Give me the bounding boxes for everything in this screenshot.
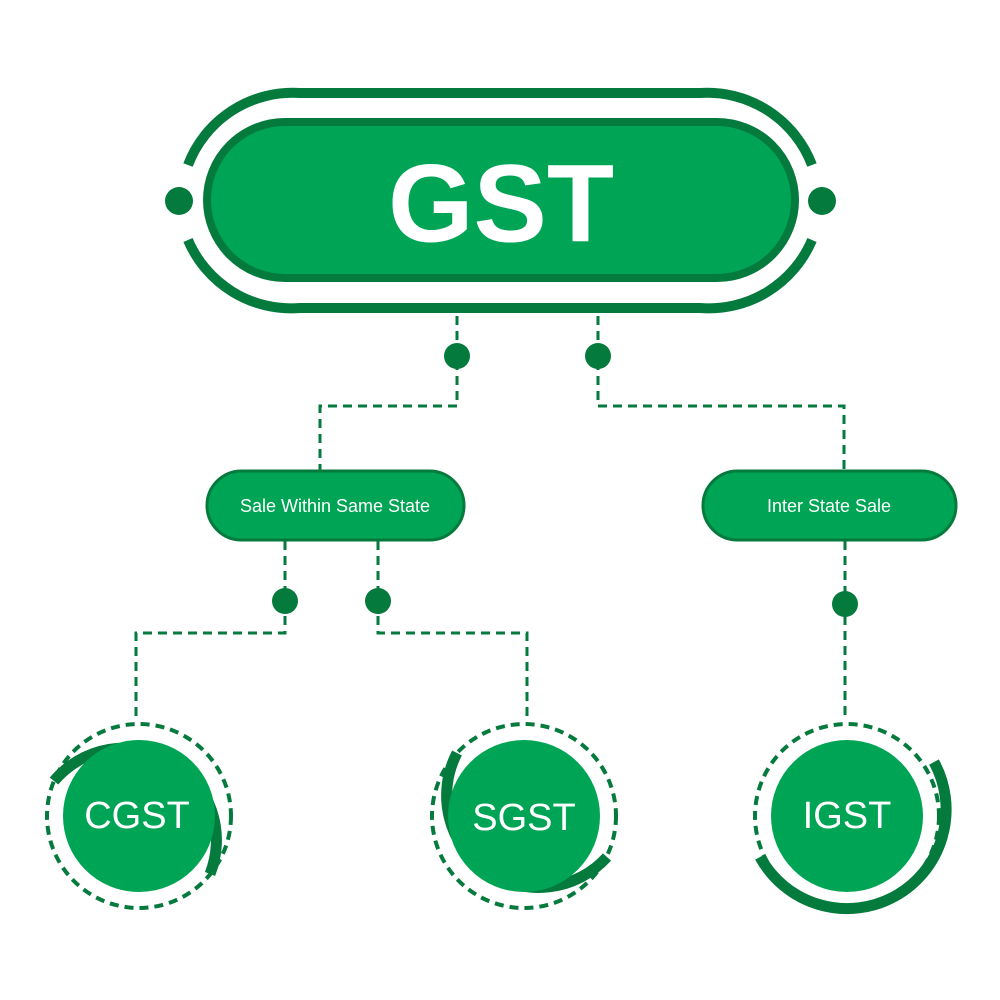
connector-dot — [585, 343, 611, 369]
category-node-within-state: Sale Within Same State — [205, 469, 466, 542]
connector-within-state-to-sgst — [376, 541, 529, 718]
connector-within-state-to-cgst — [134, 541, 287, 718]
connector-dots — [272, 343, 858, 617]
tax-node-cgst: CGST — [45, 722, 233, 910]
category-label: Inter State Sale — [767, 496, 891, 516]
tax-ring-solid-arc — [755, 759, 952, 915]
connector-dot — [365, 588, 391, 614]
connector-gst-to-inter-state — [596, 316, 846, 470]
tax-circle — [448, 740, 600, 892]
tax-ring-dashed — [45, 722, 233, 910]
connector-dot — [272, 588, 298, 614]
root-pill — [203, 118, 799, 282]
category-label: Sale Within Same State — [240, 496, 430, 516]
category-pill — [205, 469, 466, 542]
tax-circle — [771, 740, 923, 892]
tax-node-igst: IGST — [753, 722, 952, 915]
category-node-inter-state: Inter State Sale — [701, 469, 958, 542]
tax-ring-dashed — [430, 722, 618, 910]
tax-circle — [63, 740, 215, 892]
root-side-dot-left — [165, 187, 193, 215]
tax-label: SGST — [472, 797, 575, 839]
tax-node-sgst: SGST — [430, 722, 618, 910]
root-label: GST — [388, 143, 614, 266]
root-outer-frame — [183, 87, 817, 167]
root-outer-frame — [183, 237, 817, 314]
tax-label: CGST — [84, 795, 190, 837]
tax-ring-dashed — [753, 722, 941, 910]
root-node-gst: GST — [165, 87, 836, 314]
connector-dot — [832, 591, 858, 617]
category-pill — [701, 469, 958, 542]
tax-label: IGST — [803, 795, 892, 837]
connector-gst-to-within-state — [318, 316, 459, 470]
root-side-dot-right — [808, 187, 836, 215]
connector-dot — [444, 343, 470, 369]
